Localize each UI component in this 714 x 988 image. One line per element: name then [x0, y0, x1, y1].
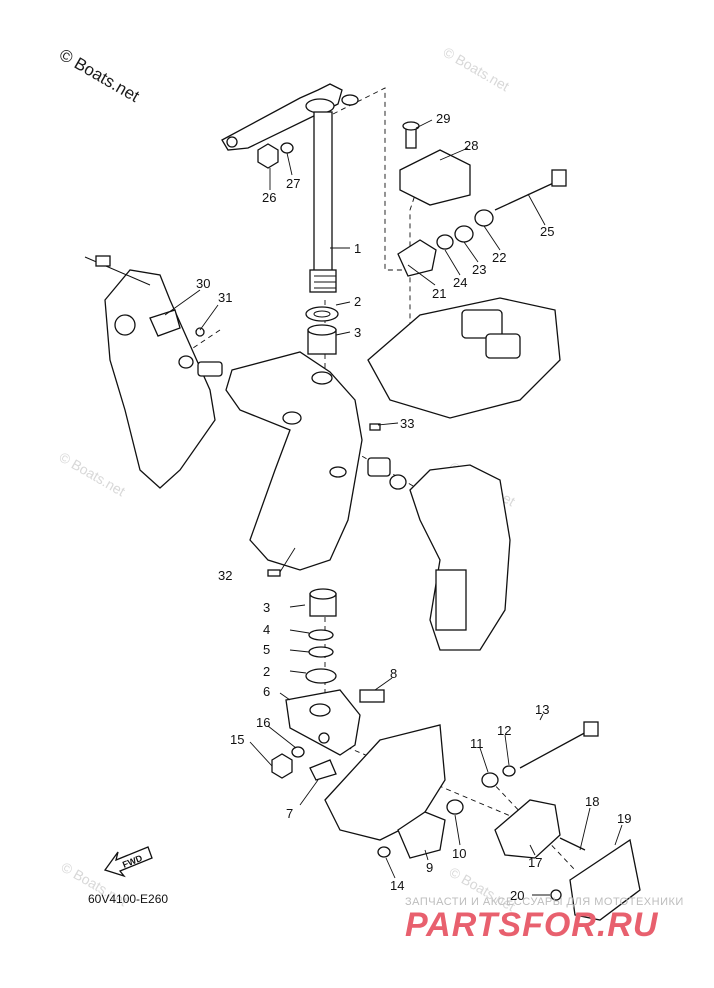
grease-nipple — [267, 569, 281, 577]
callout-27: 27 — [286, 176, 300, 191]
callout-17: 17 — [528, 855, 542, 870]
lower-mount-bracket — [494, 799, 641, 921]
callout-leaders — [164, 119, 623, 896]
callout-1: 1 — [354, 241, 361, 256]
left-clamp-bracket — [104, 269, 223, 489]
callout-21: 21 — [432, 286, 446, 301]
cable-holder — [84, 255, 205, 337]
callout-13: 13 — [535, 702, 549, 717]
callout-15: 15 — [230, 732, 244, 747]
lower-mount-housing — [324, 724, 446, 841]
callout-10: 10 — [452, 846, 466, 861]
callout-5: 5 — [263, 642, 270, 657]
callout-24: 24 — [453, 275, 467, 290]
callout-9: 9 — [426, 860, 433, 875]
callout-33: 33 — [400, 416, 414, 431]
callout-16: 16 — [256, 715, 270, 730]
upper-mount-housing — [367, 121, 567, 419]
callout-3-upper: 3 — [354, 325, 361, 340]
callout-7: 7 — [286, 806, 293, 821]
brand-tagline: ЗАПЧАСТИ И АКСЕССУАРЫ ДЛЯ МОТОТЕХНИКИ — [405, 896, 684, 908]
upper-bushings — [305, 306, 339, 355]
watermark-top-right: © Boats.net — [441, 44, 513, 95]
callout-19: 19 — [617, 811, 631, 826]
callout-32: 32 — [218, 568, 232, 583]
callout-2-upper: 2 — [354, 294, 361, 309]
fwd-label: FWD — [121, 853, 144, 870]
copyright-text: © Boats.net — [56, 45, 143, 106]
brand-logo: PARTSFOR.RU — [405, 906, 659, 944]
callout-31: 31 — [218, 290, 232, 305]
lower-bushing-stack — [305, 588, 337, 684]
lower-steering-bracket — [285, 689, 385, 781]
callout-29: 29 — [436, 111, 450, 126]
callout-2-lower: 2 — [263, 664, 270, 679]
callout-30: 30 — [196, 276, 210, 291]
callout-25: 25 — [540, 224, 554, 239]
callout-3-lower: 3 — [263, 600, 270, 615]
right-clamp-bracket — [409, 464, 511, 651]
callout-28: 28 — [464, 138, 478, 153]
callout-20: 20 — [510, 888, 524, 903]
watermark-mid-left: © Boats.net — [57, 449, 129, 500]
callout-14: 14 — [390, 878, 404, 893]
callout-labels: 1 2 3 3 4 5 2 6 7 8 9 10 11 12 13 14 15 … — [196, 111, 631, 903]
callout-12: 12 — [497, 723, 511, 738]
callout-4: 4 — [263, 622, 270, 637]
lower-rubber-mount — [377, 721, 599, 859]
steering-arm-assembly — [221, 83, 359, 293]
callout-11: 11 — [470, 736, 484, 751]
callout-23: 23 — [472, 262, 486, 277]
diagram-code: 60V4100-E260 — [88, 892, 168, 906]
nut-and-washer-lower — [271, 746, 305, 779]
pivot-bushing-right — [367, 423, 407, 490]
nut-and-washer-top — [257, 142, 294, 169]
fwd-arrow: FWD — [103, 846, 153, 878]
callout-18: 18 — [585, 794, 599, 809]
swivel-bracket — [225, 351, 363, 571]
callout-26: 26 — [262, 190, 276, 205]
callout-8: 8 — [390, 666, 397, 681]
callout-22: 22 — [492, 250, 506, 265]
callout-6: 6 — [263, 684, 270, 699]
